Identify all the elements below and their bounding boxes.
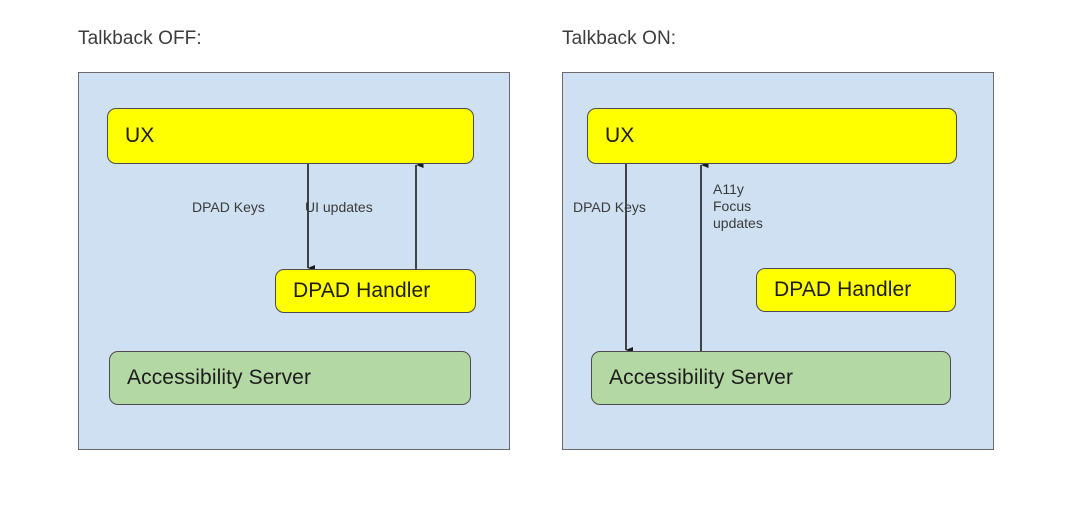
node-accessibility-server-on[interactable]: Accessibility Server — [591, 351, 951, 405]
talkback-on-title: Talkback ON: — [562, 28, 677, 49]
edge-label-line-3: updates — [713, 215, 763, 231]
talkback-on-panel: UX DPAD Handler Accessibility Server DPA… — [562, 72, 994, 450]
talkback-off-panel: UX DPAD Handler Accessibility Server DPA… — [78, 72, 510, 450]
node-label: UX — [605, 124, 635, 147]
node-label: UX — [125, 124, 155, 147]
node-label: Accessibility Server — [127, 366, 312, 389]
edge-label-line-2: Focus — [713, 198, 752, 214]
edge-label-a11y-focus-updates: A11y Focus updates — [713, 181, 763, 232]
edge-label-line-1: A11y — [713, 181, 744, 197]
node-label: Accessibility Server — [609, 366, 794, 389]
node-dpad-handler-off[interactable]: DPAD Handler — [275, 269, 476, 313]
node-accessibility-server-off[interactable]: Accessibility Server — [109, 351, 471, 405]
edge-label-dpad-keys-on: DPAD Keys — [573, 199, 646, 215]
node-label: DPAD Handler — [774, 278, 912, 301]
node-ux-off[interactable]: UX — [107, 108, 474, 164]
edge-label-dpad-keys-off: DPAD Keys — [192, 199, 265, 215]
node-label: DPAD Handler — [293, 279, 431, 302]
node-ux-on[interactable]: UX — [587, 108, 957, 164]
node-dpad-handler-on[interactable]: DPAD Handler — [756, 268, 956, 312]
edge-label-ui-updates: UI updates — [305, 199, 373, 215]
talkback-off-title: Talkback OFF: — [78, 28, 202, 49]
